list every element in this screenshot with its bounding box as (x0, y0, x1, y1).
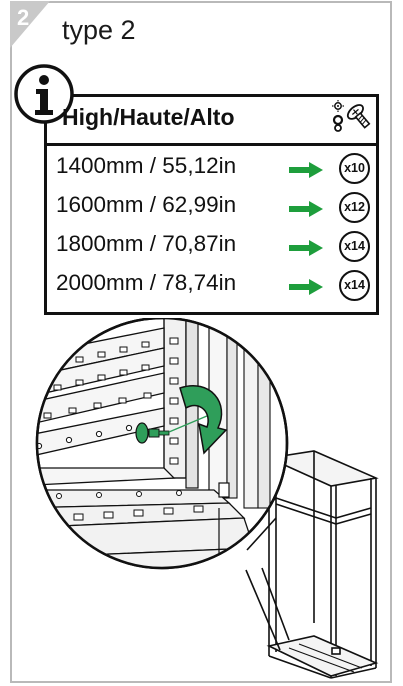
arrow-right-icon (289, 162, 323, 178)
step-title: type 2 (62, 15, 136, 45)
info-icon (14, 64, 74, 124)
size-row: 2000mm / 78,74in x14 (56, 270, 376, 309)
step-number: 2 (17, 5, 30, 30)
arrow-right-icon (289, 240, 323, 256)
size-label: 1400mm / 55,12in (56, 153, 237, 178)
arrow-right-icon (289, 201, 323, 217)
size-list: 1400mm / 55,12in x10 1600mm / 62,99in x1… (56, 153, 376, 309)
size-label: 1800mm / 70,87in (56, 231, 237, 256)
step-tab (10, 1, 50, 48)
green-screw (135, 412, 215, 444)
size-row: 1800mm / 70,87in x14 (56, 231, 376, 270)
size-label: 2000mm / 78,74in (56, 270, 237, 295)
magnified-detail (37, 318, 271, 568)
illustration-cabinet (35, 318, 379, 679)
quantity-badge: x14 (339, 270, 370, 301)
arrow-right-icon (289, 279, 323, 295)
size-row: 1400mm / 55,12in x10 (56, 153, 376, 192)
size-label: 1600mm / 62,99in (56, 192, 237, 217)
info-box (44, 94, 379, 315)
quantity-badge: x14 (339, 231, 370, 262)
quantity-badge: x10 (339, 153, 370, 184)
cabinet-frame (266, 450, 379, 679)
size-row: 1600mm / 62,99in x12 (56, 192, 376, 231)
heading-divider (44, 143, 379, 146)
screw-icon (332, 100, 371, 132)
info-heading: High/Haute/Alto (62, 104, 235, 130)
quantity-badge: x12 (339, 192, 370, 223)
rotate-arrow-icon (179, 385, 228, 455)
